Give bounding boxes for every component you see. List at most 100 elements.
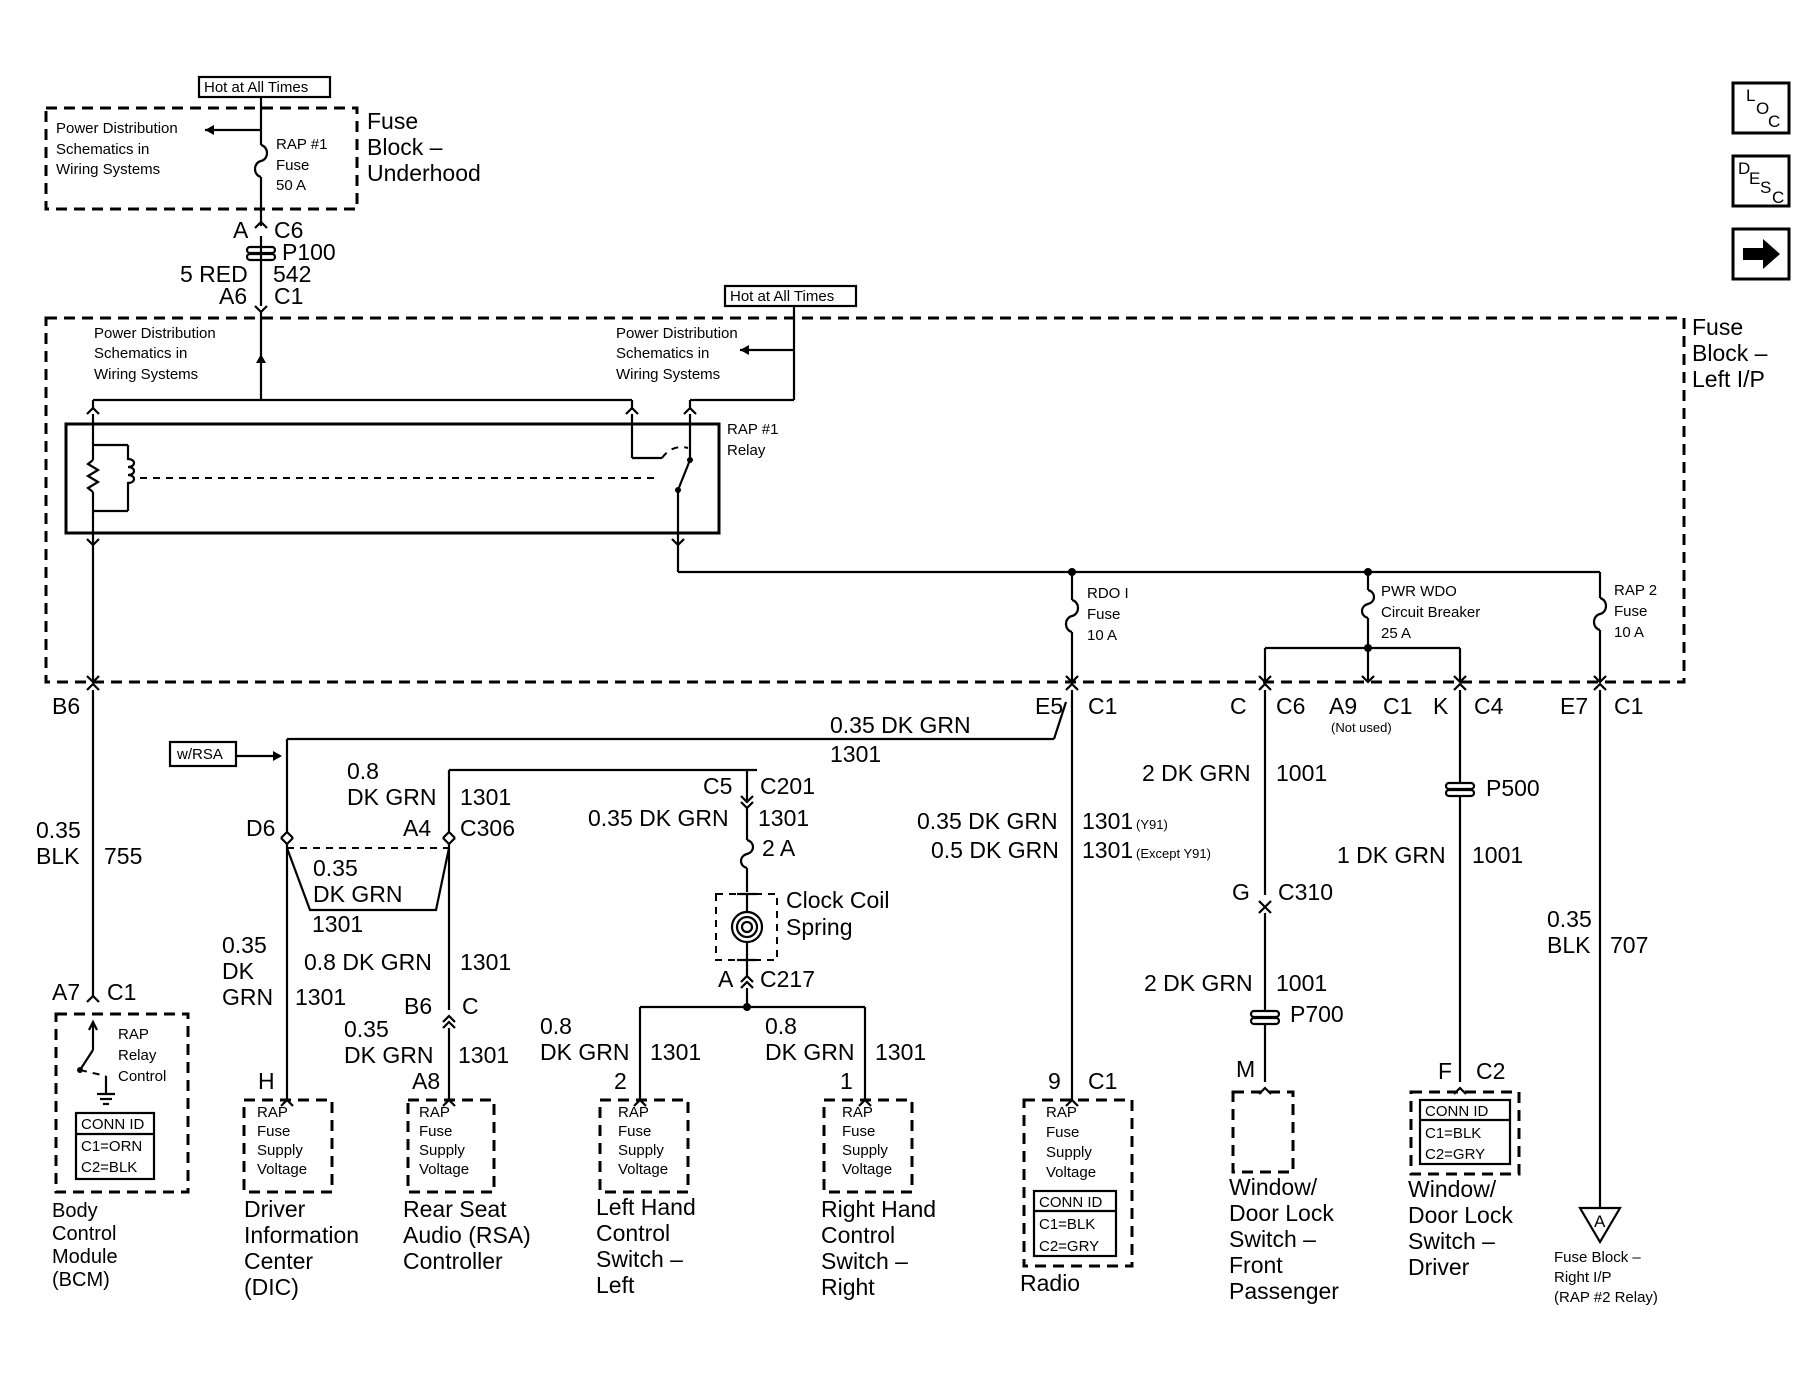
- svg-text:(BCM): (BCM): [52, 1269, 110, 1291]
- conn-c217: C217: [760, 966, 815, 992]
- svg-text:Rear Seat: Rear Seat: [403, 1196, 507, 1222]
- svg-text:Switch –: Switch –: [596, 1246, 683, 1272]
- pin-m: M: [1236, 1056, 1255, 1082]
- pin-1: 1: [840, 1068, 853, 1094]
- rsa-wire-color: 0.8 DK GRN: [304, 949, 432, 975]
- a4-size: 0.8: [347, 758, 379, 784]
- svg-text:Power Distribution: Power Distribution: [616, 325, 738, 342]
- a8-color: DK GRN: [344, 1042, 433, 1068]
- lh-inner: RAP Fuse Supply Voltage: [618, 1104, 668, 1178]
- svg-text:Block –: Block –: [367, 134, 443, 160]
- rap1-relay: [64, 422, 721, 535]
- svg-text:Hot at All Times: Hot at All Times: [204, 79, 308, 96]
- svg-text:RAP #1: RAP #1: [276, 136, 327, 153]
- rh-switch-box: [822, 1098, 914, 1194]
- svg-text:Front: Front: [1229, 1252, 1283, 1278]
- pin-e5: E5: [1035, 693, 1063, 719]
- rh-label: Right Hand Control Switch – Right: [821, 1196, 936, 1300]
- svg-text:50 A: 50 A: [276, 177, 306, 194]
- svg-text:Control: Control: [118, 1068, 166, 1085]
- rh-size: 0.8: [765, 1013, 797, 1039]
- svg-text:Left I/P: Left I/P: [1692, 366, 1765, 392]
- svg-text:Driver: Driver: [1408, 1254, 1470, 1280]
- bcm-module: [54, 1012, 190, 1194]
- svg-text:Window/: Window/: [1229, 1174, 1318, 1200]
- svg-text:Power Distribution: Power Distribution: [94, 325, 216, 342]
- desc-button[interactable]: D E S C: [1731, 154, 1791, 208]
- pin-a9: A9: [1329, 693, 1357, 719]
- svg-text:Relay: Relay: [727, 442, 766, 459]
- svg-text:CONN ID: CONN ID: [81, 1116, 145, 1133]
- pin-g: G: [1232, 879, 1250, 905]
- svg-text:Supply: Supply: [419, 1142, 465, 1159]
- svg-text:Power Distribution: Power Distribution: [56, 120, 178, 137]
- svg-text:Fuse: Fuse: [1614, 603, 1647, 620]
- pin-c6: C6: [1276, 693, 1305, 719]
- svg-text:RAP: RAP: [257, 1104, 288, 1121]
- svg-text:C1=BLK: C1=BLK: [1039, 1216, 1095, 1233]
- svg-text:Hot at All Times: Hot at All Times: [730, 288, 834, 305]
- svg-text:Information: Information: [244, 1222, 359, 1248]
- dic-circuit: 1301: [295, 984, 346, 1010]
- splice-circuit: 1301: [312, 911, 363, 937]
- pin-c: C: [1230, 693, 1247, 719]
- offpage-connector[interactable]: A: [1578, 1206, 1622, 1245]
- svg-text:Right Hand: Right Hand: [821, 1196, 936, 1222]
- rap2-fuse-label: RAP 2 Fuse 10 A: [1614, 582, 1657, 641]
- wire-755-color: BLK: [36, 843, 80, 869]
- main-wire-circuit: 1301: [830, 741, 881, 767]
- dic-grn: GRN: [222, 984, 273, 1010]
- pin-2: 2: [614, 1068, 627, 1094]
- svg-text:Door Lock: Door Lock: [1229, 1200, 1334, 1226]
- svg-text:RAP: RAP: [842, 1104, 873, 1121]
- underhood-pds-note: Power Distribution Schematics in Wiring …: [56, 120, 178, 178]
- svg-text:Switch –: Switch –: [821, 1248, 908, 1274]
- svg-text:C1=ORN: C1=ORN: [81, 1138, 142, 1155]
- next-button[interactable]: [1731, 227, 1791, 281]
- clock-label-2: Spring: [786, 914, 852, 940]
- svg-text:Left Hand: Left Hand: [596, 1194, 696, 1220]
- svg-text:Wiring Systems: Wiring Systems: [56, 161, 160, 178]
- rsa-inner: RAP Fuse Supply Voltage: [419, 1104, 469, 1178]
- p100-label: P100: [282, 239, 336, 265]
- breaker-label: PWR WDO Circuit Breaker 25 A: [1381, 583, 1480, 642]
- svg-text:Driver: Driver: [244, 1196, 306, 1222]
- pin-a6: A6: [219, 283, 247, 309]
- a8-size: 0.35: [344, 1016, 389, 1042]
- p500-label: P500: [1486, 775, 1540, 801]
- svg-text:Fuse: Fuse: [1692, 314, 1743, 340]
- svg-text:C1=BLK: C1=BLK: [1425, 1125, 1481, 1142]
- svg-text:Fuse: Fuse: [367, 108, 418, 134]
- fp-circuit: 1001: [1276, 760, 1327, 786]
- svg-text:Body: Body: [52, 1200, 98, 1222]
- loc-button[interactable]: L O C: [1731, 81, 1791, 135]
- svg-text:RAP: RAP: [618, 1104, 649, 1121]
- bcm-inner-label: RAP Relay Control: [118, 1026, 166, 1085]
- fuse-block-left-ip: [44, 316, 1686, 684]
- radio-opt1: (Y91): [1136, 817, 1168, 832]
- svg-text:Fuse: Fuse: [618, 1123, 651, 1140]
- dic-label: Driver Information Center (DIC): [244, 1196, 359, 1300]
- rsa-label: Rear Seat Audio (RSA) Controller: [403, 1196, 531, 1274]
- pin-h: H: [258, 1068, 275, 1094]
- pin-a-c217: A: [718, 966, 734, 992]
- pin-b6: B6: [52, 693, 80, 719]
- fp-color2: 2 DK GRN: [1144, 970, 1253, 996]
- pin-a9-c1: C1: [1383, 693, 1412, 719]
- radio-circuit1: 1301: [1082, 808, 1133, 834]
- a4-color: DK GRN: [347, 784, 436, 810]
- svg-text:(DIC): (DIC): [244, 1274, 299, 1300]
- pin-f: F: [1438, 1058, 1452, 1084]
- splice-size: 0.35: [313, 855, 358, 881]
- drv-circuit: 1001: [1472, 842, 1523, 868]
- svg-text:RAP 2: RAP 2: [1614, 582, 1657, 599]
- bcm-conn-id: CONN ID C1=ORN C2=BLK: [74, 1111, 156, 1181]
- svg-text:Supply: Supply: [842, 1142, 888, 1159]
- hot-label-left-ip: Hot at All Times: [723, 284, 858, 308]
- underhood-fuse-label: RAP #1 Fuse 50 A: [276, 136, 327, 194]
- svg-text:Control: Control: [596, 1220, 670, 1246]
- rdo-fuse-label: RDO I Fuse 10 A: [1087, 585, 1129, 644]
- pin-c4: C4: [1474, 693, 1504, 719]
- svg-text:10 A: 10 A: [1614, 624, 1644, 641]
- svg-text:Wiring Systems: Wiring Systems: [94, 366, 198, 383]
